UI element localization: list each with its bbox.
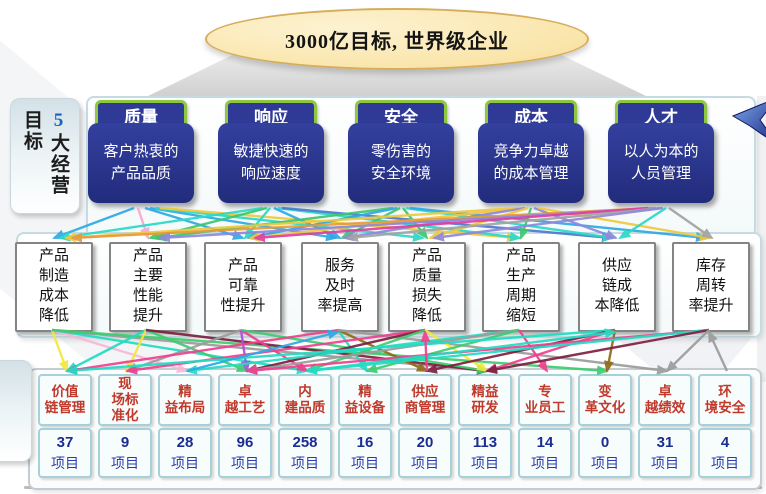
program-count-box: 20 项目 [398,428,452,478]
goal-box: 产品 制造 成本 降低 [15,242,93,332]
program-count-box: 16 项目 [338,428,392,478]
objective-card: 响应 敏捷快速的 响应速度 [218,98,324,208]
program-count-box: 113 项目 [458,428,512,478]
program-count: 20 [416,433,434,451]
program-unit: 项目 [411,456,439,472]
program-label: 精益 研发 [458,374,512,426]
program-unit: 项目 [651,456,679,472]
program-column: 内 建品质 258 项目 [278,374,332,478]
program-count-box: 9 项目 [98,428,152,478]
vision-ellipse: 3000亿目标, 世界级企业 [205,8,589,70]
program-label: 精 益布局 [158,374,212,426]
program-column: 变 革文化 0 项目 [578,374,632,478]
program-count: 4 [720,433,730,451]
program-column: 精 益布局 28 项目 [158,374,212,478]
program-count-box: 28 项目 [158,428,212,478]
program-unit: 项目 [531,456,559,472]
program-count-box: 96 项目 [218,428,272,478]
program-column: 价值 链管理 37 项目 [38,374,92,478]
objective-card: 质量 客户热衷的 产品品质 [88,98,194,208]
program-column: 专 业员工 14 项目 [518,374,572,478]
program-label: 环 境安全 [698,374,752,426]
program-label: 卓 越工艺 [218,374,272,426]
accent-digit: 5 [48,110,69,133]
program-unit: 项目 [711,456,739,472]
program-column: 卓 越工艺 96 项目 [218,374,272,478]
program-unit: 项目 [471,456,499,472]
program-label: 内 建品质 [278,374,332,426]
program-count: 9 [120,433,130,451]
program-count-box: 37 项目 [38,428,92,478]
goal-box: 产品 可靠 性提升 [204,242,282,332]
program-count: 113 [472,433,498,451]
program-unit: 项目 [51,456,79,472]
objective-card: 成本 竞争力卓越 的成本管理 [478,98,584,208]
program-count: 96 [236,433,254,451]
label-rest: 大经营目标 [21,110,69,196]
left-edge-clipped-box [0,360,32,462]
program-count-box: 258 项目 [278,428,332,478]
goal-box: 产品 质量 损失 降低 [388,242,466,332]
program-label: 价值 链管理 [38,374,92,426]
program-count: 0 [600,433,610,451]
program-count: 31 [656,433,674,451]
program-count: 37 [56,433,74,451]
program-label: 变 革文化 [578,374,632,426]
program-column: 卓 越绩效 31 项目 [638,374,692,478]
program-label: 专 业员工 [518,374,572,426]
program-count: 28 [176,433,194,451]
five-objectives-vertical-label: 5大经营目标 [10,98,80,214]
program-count-box: 31 项目 [638,428,692,478]
program-count-box: 0 项目 [578,428,632,478]
program-label: 卓 越绩效 [638,374,692,426]
vertical-label-text: 5大经营目标 [18,110,72,202]
program-column: 环 境安全 4 项目 [698,374,752,478]
program-column: 现 场标 准化 9 项目 [98,374,152,478]
program-count-box: 14 项目 [518,428,572,478]
goal-box: 产品 主要 性能 提升 [109,242,187,332]
goal-box: 服务 及时 率提高 [301,242,379,332]
program-label: 现 场标 准化 [98,374,152,426]
objective-body: 以人为本的 人员管理 [608,123,714,203]
blue-arrow-icon [731,101,766,138]
objective-card: 人才 以人为本的 人员管理 [608,98,714,208]
program-column: 供应 商管理 20 项目 [398,374,452,478]
objective-body: 敏捷快速的 响应速度 [218,123,324,203]
program-unit: 项目 [171,456,199,472]
objective-body: 客户热衷的 产品品质 [88,123,194,203]
program-count-box: 4 项目 [698,428,752,478]
program-count: 16 [356,433,374,451]
program-column: 精 益设备 16 项目 [338,374,392,478]
goal-box: 产品 生产 周期 缩短 [482,242,560,332]
program-count: 258 [292,433,318,451]
program-unit: 项目 [111,456,139,472]
program-unit: 项目 [591,456,619,472]
program-label: 精 益设备 [338,374,392,426]
goal-box: 库存 周转 率提升 [672,242,750,332]
program-column: 精益 研发 113 项目 [458,374,512,478]
program-count: 14 [536,433,554,451]
program-label: 供应 商管理 [398,374,452,426]
program-unit: 项目 [231,456,259,472]
vision-title: 3000亿目标, 世界级企业 [285,30,509,53]
program-unit: 项目 [351,456,379,472]
objective-body: 零伤害的 安全环境 [348,123,454,203]
objective-body: 竞争力卓越 的成本管理 [478,123,584,203]
program-unit: 项目 [291,456,319,472]
goal-box: 供应 链成 本降低 [578,242,656,332]
objective-card: 安全 零伤害的 安全环境 [348,98,454,208]
